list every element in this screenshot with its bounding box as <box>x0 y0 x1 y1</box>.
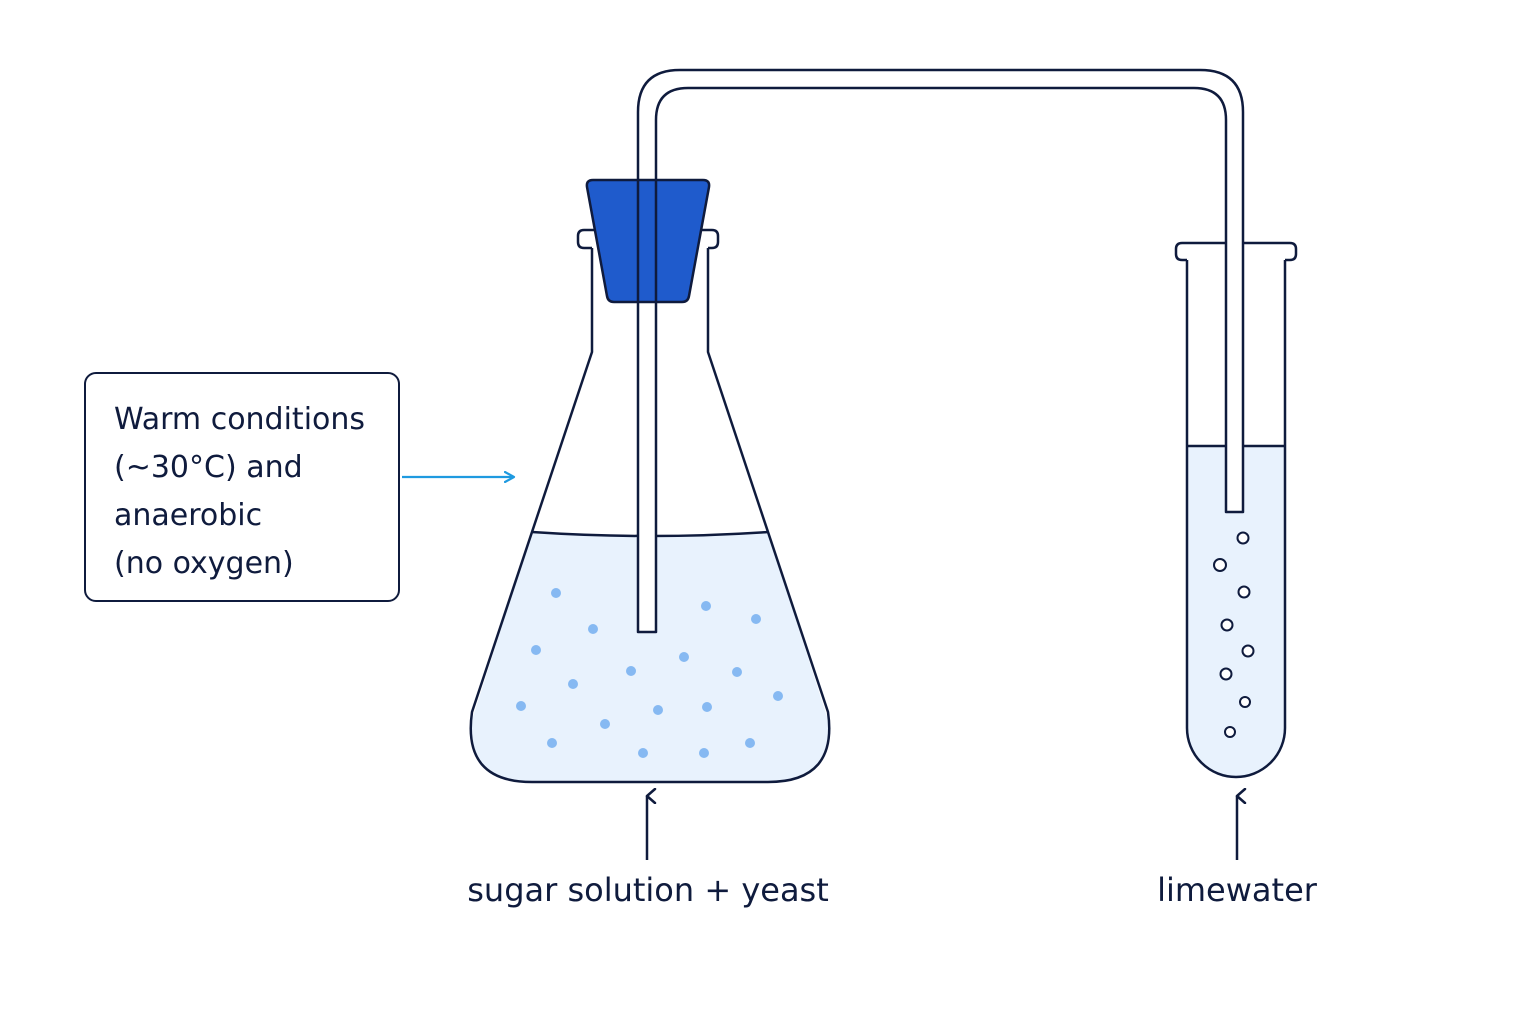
yeast-dots <box>516 588 783 758</box>
tube-contents-label: limewater <box>1157 871 1317 909</box>
conditions-line-4: (no oxygen) <box>114 546 294 581</box>
conditions-box: Warm conditions (~30°C) and anaerobic (n… <box>84 372 400 602</box>
conditions-line-2: (~30°C) and <box>114 450 303 485</box>
limewater-liquid <box>1187 446 1285 777</box>
delivery-tube <box>636 68 1245 634</box>
conditions-line-1: Warm conditions <box>114 402 366 437</box>
conditions-line-3: anaerobic <box>114 498 263 533</box>
test-tube-icon <box>1185 260 1287 779</box>
gas-bubbles <box>1213 531 1255 738</box>
rubber-bung-icon <box>585 178 711 304</box>
conical-flask-icon <box>469 248 831 784</box>
flask-liquid <box>471 532 829 782</box>
flask-contents-label: sugar solution + yeast <box>467 871 829 909</box>
